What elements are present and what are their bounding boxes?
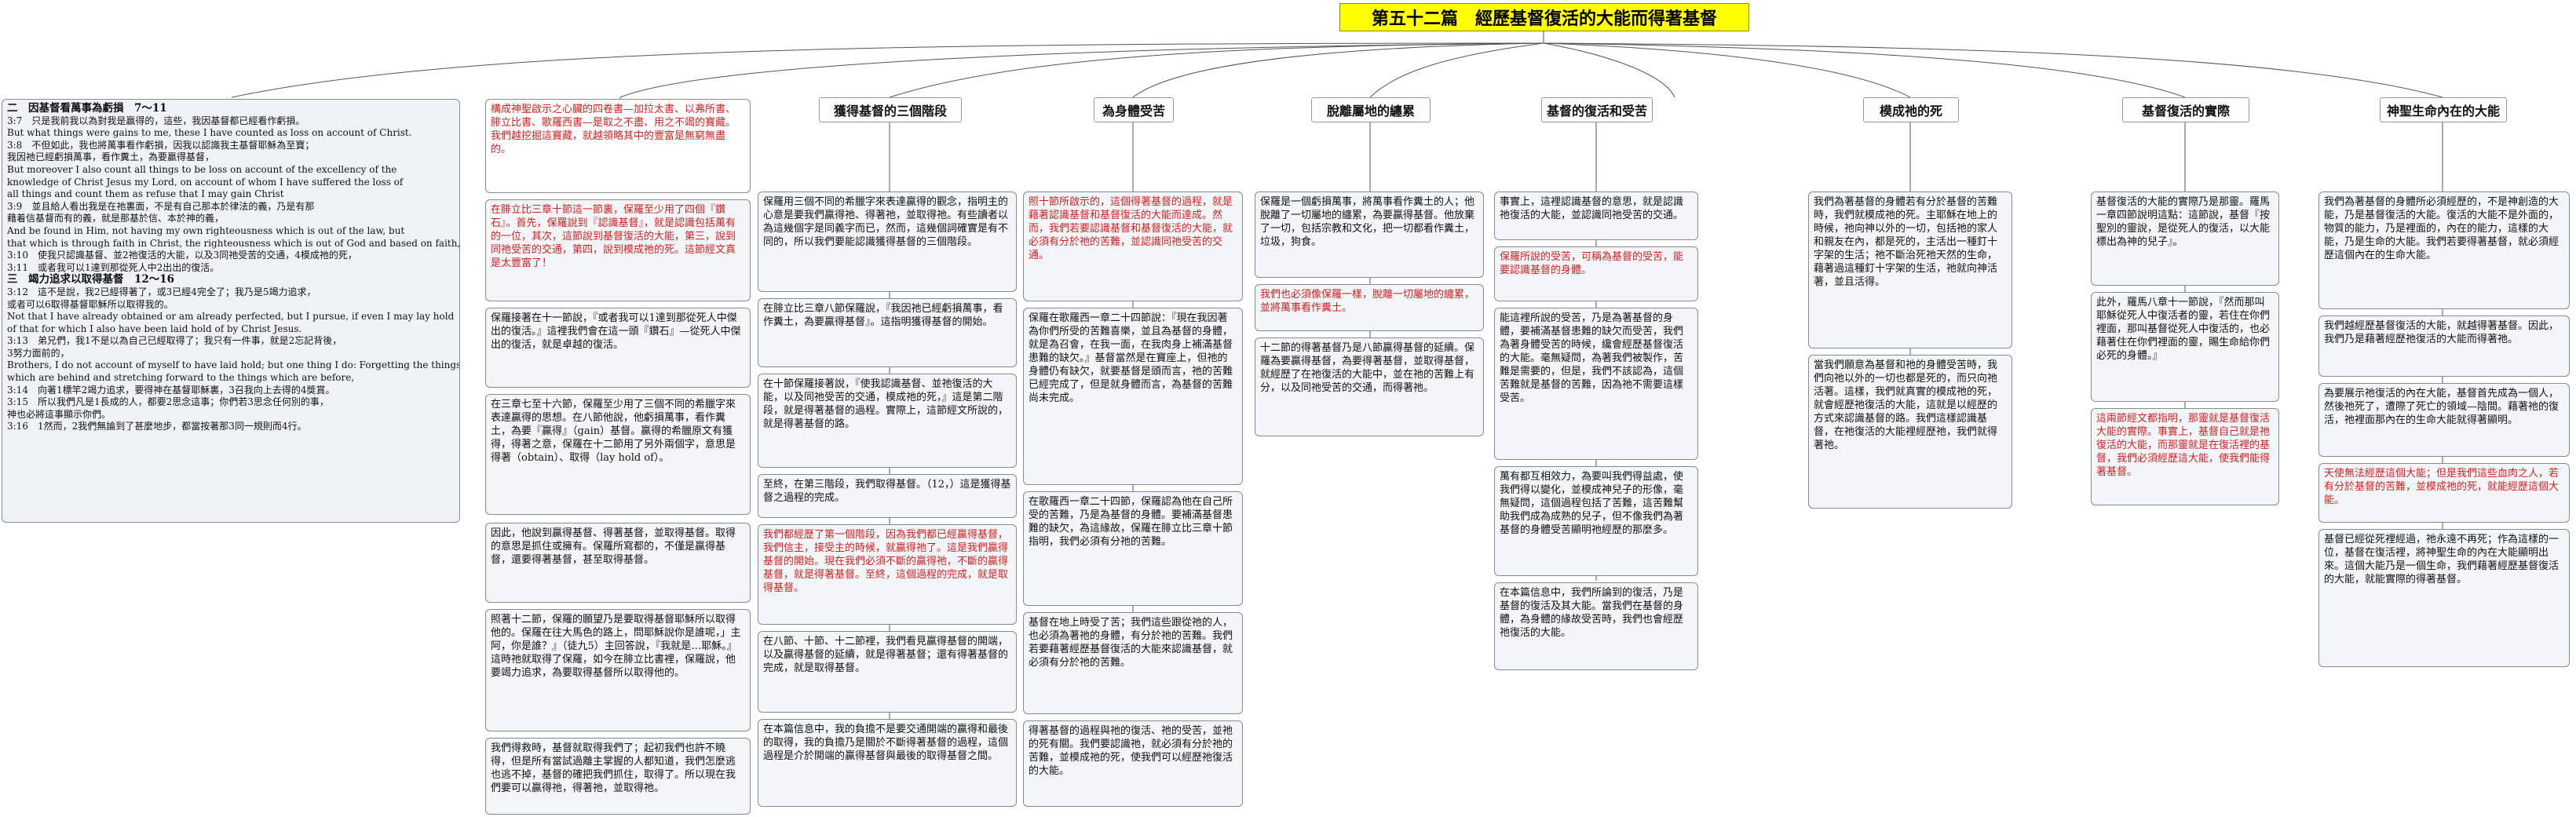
branch-node[interactable]: 萬有都互相效力，為要叫我們得益處，使我們得以變化，並模成神兒子的形像，毫無疑問，… [1494, 466, 1698, 576]
branch-node[interactable]: 我們也必須像保羅一樣，脫離一切屬地的纏累，並將萬事看作糞土。 [1255, 284, 1484, 331]
branch-node[interactable]: 在八節、十節、十二節裡，我們看見贏得基督的開端，以及贏得基督的延續，就是得著基督… [758, 631, 1017, 713]
branch-node[interactable]: 保羅用三個不同的希臘字來表達贏得的觀念，指明主的心意是要我們贏得祂、得著祂，並取… [758, 191, 1017, 292]
branch-node[interactable]: 基督在地上時受了苦；我們這些跟從祂的人，也必須為著祂的身體，有分於祂的苦難。我們… [1023, 612, 1243, 714]
branch-heading[interactable]: 基督復活的實際 [2122, 97, 2249, 122]
branch-node[interactable]: 為要展示祂復活的內在大能，基督首先成為一個人，然後祂死了，遭際了死亡的領域—陰間… [2318, 383, 2570, 457]
branch-heading[interactable]: 基督的復活和受苦 [1541, 97, 1653, 122]
branch-node[interactable]: 我們越經歷基督復活的大能，就越得著基督。因此，我們乃是藉著經歷祂復活的大能而得著… [2318, 315, 2570, 377]
verse-line: 3:12 這不是說，我2已經得著了，或3已經4完全了；我乃是5竭力追求， [7, 286, 316, 297]
branch-heading[interactable]: 神聖生命內在的大能 [2380, 97, 2507, 122]
branch-node[interactable]: 保羅是一個虧損萬事，將萬事看作糞土的人；他脫離了一切屬地的纏累，為要贏得基督。他… [1255, 191, 1484, 278]
intro-node[interactable]: 在腓立比三章十節這一節裏，保羅至少用了四個『鑽石』。首先，保羅說到『認識基督』，… [485, 199, 751, 301]
verse-line: 3:9 並且給人看出我是在祂裏面，不是有自己那本於律法的義，乃是有那 [7, 200, 315, 212]
branch-heading[interactable]: 脫離屬地的纏累 [1311, 97, 1431, 122]
verse-line: But moreover I also count all things to … [7, 163, 397, 175]
branch-node[interactable]: 保羅所說的受苦，可稱為基督的受苦，能要認識基督的身體。 [1494, 246, 1698, 301]
verse-line: which are behind and stretching forward … [7, 372, 355, 384]
verse-line: 3:14 向著1標竿2竭力追求，要得神在基督耶穌裏，3召我向上去得的4獎賞。 [7, 384, 335, 396]
verse-line: 3:8 不但如此，我也將萬事看作虧損，因我以認識我主基督耶穌為至寶； [7, 139, 315, 151]
branch-node[interactable]: 基督復活的大能的實際乃是那靈。羅馬一章四節說明這點：這節說，基督『按聖別的靈說，… [2091, 191, 2279, 286]
verse-line: 藉着信基督而有的義，就是那基於信、本於神的義， [7, 213, 225, 224]
intro-node[interactable]: 照著十二節，保羅的願望乃是要取得基督耶穌所以取得他的。保羅在往大馬色的路上，問耶… [485, 609, 751, 731]
verse-line: of that for which I also have been laid … [7, 323, 302, 334]
branch-node[interactable]: 在歌羅西一章二十四節，保羅認為他在自己所受的苦難，乃是為基督的身體。要補滿基督患… [1023, 491, 1243, 606]
branch-node[interactable]: 在十節保羅接著說，『使我認識基督、並祂復活的大能，以及同祂受苦的交通，模成祂的死… [758, 374, 1017, 468]
branch-node[interactable]: 基督已經從死裡經過，祂永遠不再死；作為這樣的一位，基督在復活裡，將神聖生命的內在… [2318, 529, 2570, 667]
branch-node[interactable]: 在腓立比三章八節保羅說，『我因祂已經虧損萬事，看作糞土，為要贏得基督』。這指明獲… [758, 298, 1017, 367]
verse-line: 3:13 弟兄們，我1不是以為自己已經取得了；我只有一件事，就是2忘記背後， [7, 335, 342, 347]
branch-node[interactable]: 照十節所啟示的，這個得著基督的過程，就是藉著認識基督和基督復活的大能而達成。然而… [1023, 191, 1243, 301]
branch-heading[interactable]: 模成祂的死 [1863, 97, 1959, 122]
branch-node[interactable]: 在本篇信息中，我的負擔不是要交通開端的贏得和最後的取得，我的負擔乃是關於不斷得著… [758, 719, 1017, 807]
branch-node[interactable]: 我們為著基督的身體所必須經歷的，不是神創造的大能，乃是基督復活的大能。復活的大能… [2318, 191, 2570, 309]
verse-line: 3努力面前的， [7, 347, 70, 359]
branch-node[interactable]: 在本篇信息中，我們所論到的復活，乃是基督的復活及其大能。當我們在基督的身體，為身… [1494, 582, 1698, 670]
branch-node[interactable]: 當我們願意為基督和祂的身體受苦時，我們向祂以外的一切也都是死的，而只向祂活著。這… [1808, 355, 2012, 509]
verse-line: all things and count them as refuse that… [7, 188, 284, 200]
verse-line: 我因祂已經虧損萬事，看作糞土，為要贏得基督， [7, 151, 215, 163]
branch-node[interactable]: 能這裡所說的受苦，乃是為著基督的身體，要補滿基督患難的缺欠而受苦，我們為著身體受… [1494, 308, 1698, 460]
branch-heading[interactable]: 為身體受苦 [1094, 97, 1174, 122]
section-heading: 三 竭力追求以取得基督 12～16 [7, 273, 175, 286]
verse-line: 3:10 使我只認識基督、並2祂復活的大能，以及3同祂受苦的交通，4模成祂的死， [7, 250, 357, 261]
branch-node[interactable]: 事實上，這裡認識基督的意思，就是認識祂復活的大能，並認識同祂受苦的交通。 [1494, 191, 1698, 240]
branch-node[interactable]: 十二節的得著基督乃是八節贏得基督的延續。保羅為要贏得基督，為要得著基督，並取得基… [1255, 337, 1484, 436]
intro-node[interactable]: 構成神聖啟示之心臟的四卷書—加拉太書、以弗所書、腓立比書、歌羅西書—是取之不盡、… [485, 99, 751, 193]
verse-line: 或者可以6取得基督耶穌所以取得我的。 [7, 298, 174, 310]
verse-line: Brothers, I do not account of myself to … [7, 359, 460, 371]
verse-line: 3:16 1然而，2我們無論到了甚麼地步，都當按著那3同一規則而4行。 [7, 421, 307, 432]
branch-node[interactable]: 得著基督的過程與祂的復活、祂的受苦，並祂的死有關。我們要認識祂，就必須有分於祂的… [1023, 720, 1243, 807]
intro-node[interactable]: 在三章七至十六節，保羅至少用了三個不同的希臘字來表達贏得的思想。在八節他說，他虧… [485, 394, 751, 515]
verse-line: 3:7 只是我前我以為對我是贏得的，這些，我因基督都已經看作虧損。 [7, 115, 305, 126]
verse-line: knowledge of Christ Jesus my Lord, on ac… [7, 176, 404, 188]
intro-node[interactable]: 因此，他說到贏得基督、得著基督，並取得基督。取得的意思是抓住或擁有。保羅所寫都的… [485, 523, 751, 603]
branch-node[interactable]: 這兩節經文都指明，那靈就是基督復活大能的實際。事實上，基督自己就是祂復活的大能，… [2091, 408, 2279, 505]
verse-line: And be found in Him, not having my own r… [7, 224, 405, 236]
branch-node[interactable]: 至終，在第三階段，我們取得基督。（12，）這是獲得基督之過程的完成。 [758, 474, 1017, 518]
intro-node[interactable]: 保羅接著在十一節說，『或者我可以1達到那從死人中傑出的復活。』這裡我們會在這一頭… [485, 308, 751, 388]
page-title: 第五十二篇 經歷基督復活的大能而得著基督 [1339, 3, 1749, 31]
section-heading: 二 因基督看萬事為虧損 7～11 [7, 102, 167, 115]
verse-line: that which is through faith in Christ, t… [7, 237, 460, 249]
verse-line: 3:11 或者我可以1達到那從死人中2出出的復活。 [7, 261, 220, 273]
verse-line: 神也必將這事顯示你們。 [7, 408, 111, 420]
branch-node[interactable]: 我們為著基督的身體若有分於基督的苦難時，我們就模成祂的死。主耶穌在地上的時候，祂… [1808, 191, 2012, 348]
verse-line: Not that I have already obtained or am a… [7, 311, 455, 323]
branch-node[interactable]: 天使無法經歷這個大能；但是我們這些血肉之人，若有分於基督的苦難，並模成祂的死，就… [2318, 463, 2570, 523]
verse-line: But what things were gains to me, these … [7, 127, 412, 139]
branch-node[interactable]: 此外，羅馬八章十一節說，『然而那叫耶穌從死人中復活者的靈，若住在你們裡面，那叫基… [2091, 292, 2279, 402]
branch-node[interactable]: 保羅在歌羅西一章二十四節說：『現在我因著為你們所受的苦難喜樂，並且為基督的身體，… [1023, 308, 1243, 485]
branch-node[interactable]: 我們都經歷了第一個階段，因為我們都已經贏得基督，我們信主，接受主的時候，就贏得祂… [758, 524, 1017, 625]
branch-heading[interactable]: 獲得基督的三個階段 [819, 97, 962, 122]
verse-line: 3:15 所以我們凡是1長成的人，都要2思念這事；你們若3思念任何別的事， [7, 396, 329, 408]
scripture-panel: 二 因基督看萬事為虧損 7～11 3:7 只是我前我以為對我是贏得的，這些，我因… [2, 99, 460, 523]
intro-node[interactable]: 我們得救時，基督就取得我們了；起初我們也許不曉得，但是所有當試過離主掌握的人都知… [485, 738, 751, 815]
